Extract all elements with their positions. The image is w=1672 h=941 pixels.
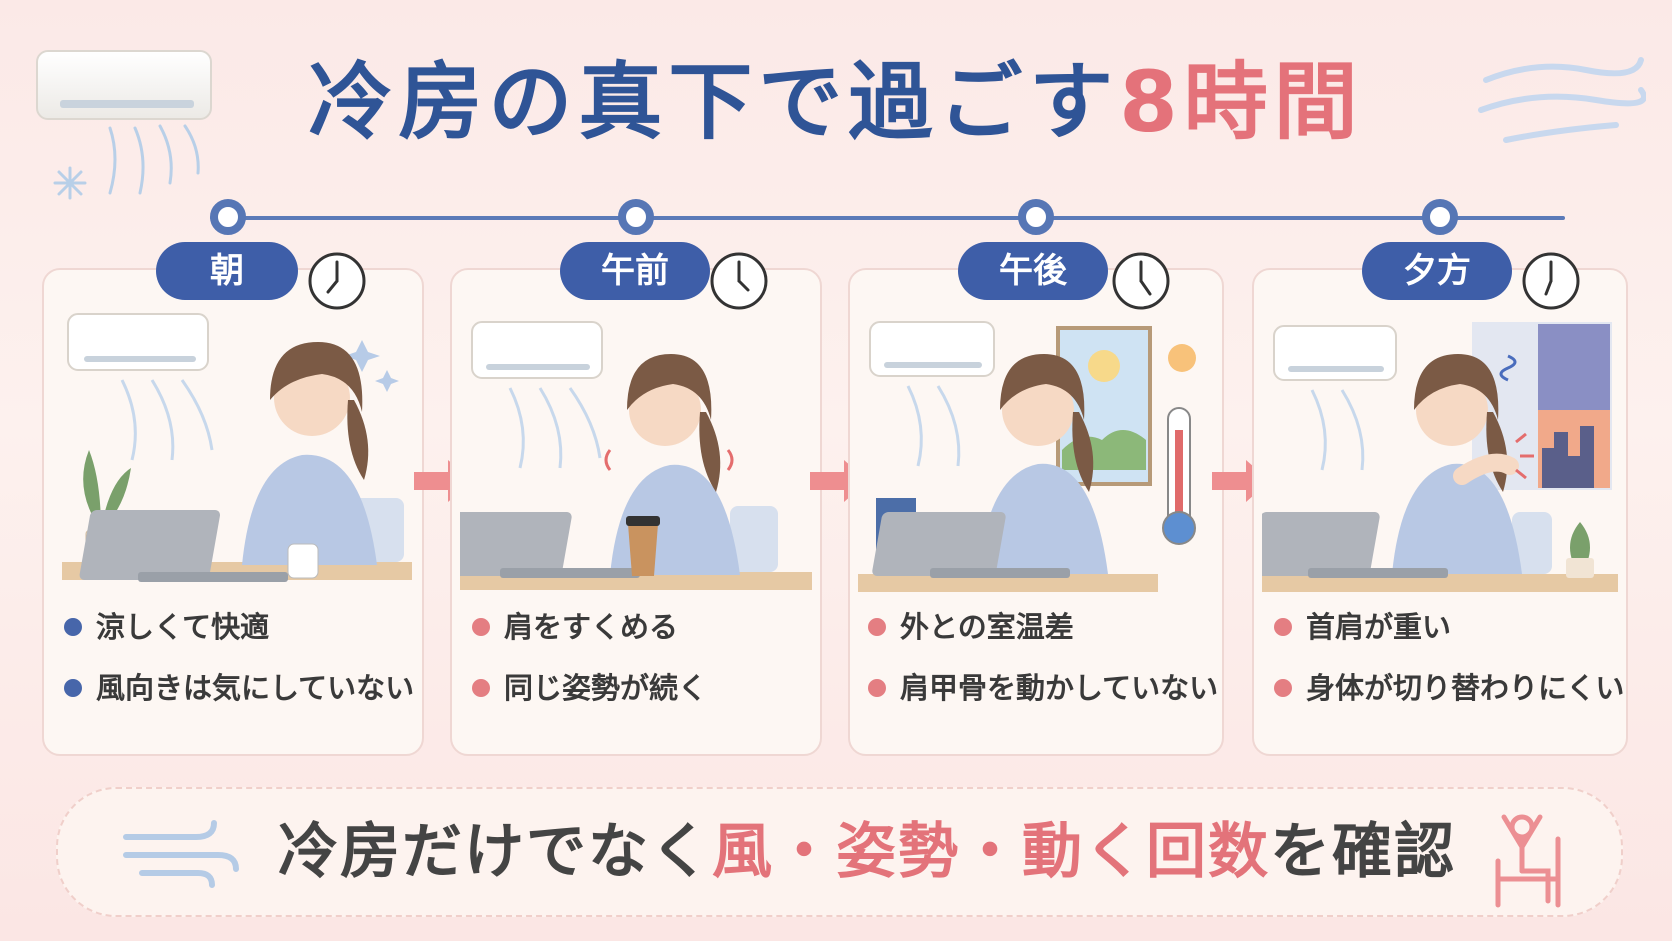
bullet-dot [472,618,490,636]
scene-forenoon-illustration [460,321,812,590]
summary-suffix: を確認 [1270,817,1456,887]
scene-morning-illustration [62,313,412,582]
bullet-list-morning: 涼しくて快適 風向きは気にしていない [64,610,414,732]
page-title: 冷房の真下で過ごす8時間 [0,42,1672,162]
stage-label-forenoon: 午前 [560,242,710,300]
stage-label-morning: 朝 [156,242,298,300]
summary-accent: 風・姿勢・動く回数 [712,817,1270,887]
bullet-list-afternoon: 外との室温差 肩甲骨を動かしていない [868,610,1218,732]
bullet-dot [1274,618,1292,636]
title-main: 冷房の真下で過ごす [308,53,1120,151]
wind-icon [123,820,239,888]
title-accent: 8時間 [1119,53,1364,151]
bullet-dot [1274,679,1292,697]
list-item: 肩をすくめる [472,610,707,644]
summary-banner: 冷房だけでなく風・姿勢・動く回数を確認 [56,787,1623,917]
list-item: 風向きは気にしていない [64,671,414,705]
scene-afternoon-illustration [858,321,1196,592]
list-item: 涼しくて快適 [64,610,414,644]
stretch-chair-icon [1495,814,1561,908]
scene-evening-illustration [1262,322,1618,592]
air-conditioner-icon [36,50,212,120]
wind-icon [1478,57,1646,143]
summary-text: 冷房だけでなく風・姿勢・動く回数を確認 [278,789,1456,915]
bullet-list-evening: 首肩が重い 身体が切り替わりにくい [1274,610,1624,732]
stage-label-evening: 夕方 [1362,242,1512,300]
list-item: 首肩が重い [1274,610,1624,644]
timeline-line [210,216,1565,220]
list-item: 外との室温差 [868,610,1218,644]
list-item: 同じ姿勢が続く [472,671,707,705]
timeline-dot-evening [1422,199,1458,235]
list-item: 身体が切り替わりにくい [1274,671,1624,705]
clock-icon [1112,252,1170,310]
bullet-dot [472,679,490,697]
summary-prefix: 冷房だけでなく [278,817,712,887]
timeline-dot-forenoon [618,199,654,235]
bullet-dot [868,679,886,697]
timeline-dot-afternoon [1018,199,1054,235]
bullet-dot [868,618,886,636]
snowflake-icon [53,124,200,200]
bullet-dot [64,679,82,697]
clock-icon [1522,252,1580,310]
stage-label-afternoon: 午後 [958,242,1108,300]
list-item: 肩甲骨を動かしていない [868,671,1218,705]
bullet-dot [64,618,82,636]
bullet-list-forenoon: 肩をすくめる 同じ姿勢が続く [472,610,707,732]
timeline-dot-morning [210,199,246,235]
clock-icon [710,252,768,310]
clock-icon [308,252,366,310]
